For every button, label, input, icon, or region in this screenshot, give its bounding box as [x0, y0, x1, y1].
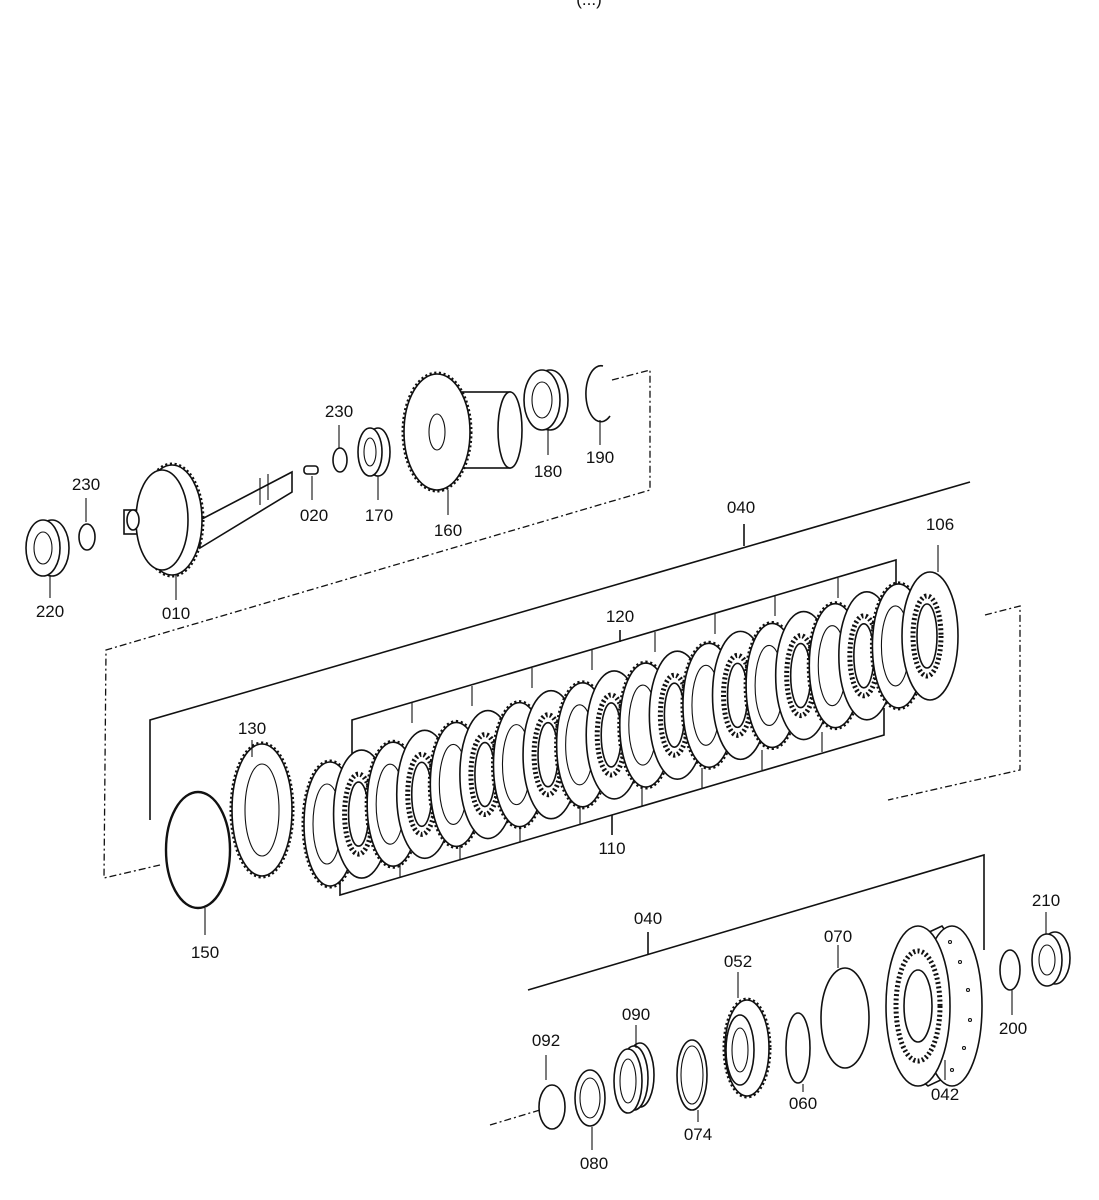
- bearing-180: [523, 369, 569, 431]
- ring-230-right: [332, 447, 348, 473]
- boundary-shaft-group: [103, 369, 651, 879]
- part-label-106: 106: [925, 515, 955, 534]
- plate-130: [229, 741, 295, 879]
- piston-052: [722, 997, 772, 1099]
- bracket-040-upper: [149, 481, 971, 820]
- needle-bearing-170: [357, 427, 391, 477]
- ring-060: [785, 1012, 811, 1084]
- ring-074: [676, 1039, 708, 1111]
- part-label-210: 210: [1031, 891, 1061, 910]
- part-label-052: 052: [723, 952, 753, 971]
- part-label-040-upper: 040: [726, 498, 756, 517]
- part-label-190: 190: [585, 448, 615, 467]
- spring-090: [613, 1042, 655, 1114]
- bracket-040-lower: [527, 853, 985, 991]
- part-label-200: 200: [998, 1019, 1028, 1038]
- part-label-060: 060: [788, 1094, 818, 1113]
- part-label-042: 042: [930, 1085, 960, 1104]
- bracket-120-ticks: [411, 578, 839, 723]
- part-label-070: 070: [823, 927, 853, 946]
- boundary-clutch-group: [887, 605, 1021, 801]
- ring-070: [820, 967, 870, 1069]
- part-label-170: 170: [364, 506, 394, 525]
- boundary-housing-group: [489, 1109, 541, 1126]
- bearing-210: [1031, 931, 1071, 987]
- part-label-090: 090: [621, 1005, 651, 1024]
- snap-ring-190: [585, 364, 611, 423]
- part-label-230-right: 230: [324, 402, 354, 421]
- ring-230-left: [78, 523, 96, 551]
- housing-042: [885, 924, 983, 1087]
- snap-ring-092: [538, 1084, 566, 1130]
- part-label-120: 120: [605, 607, 635, 626]
- clutch-disc-pack: [301, 571, 959, 889]
- ring-150: [164, 790, 232, 910]
- clutch-disc-inner: [901, 571, 959, 701]
- part-label-020: 020: [299, 506, 329, 525]
- part-label-110: 110: [598, 839, 626, 858]
- part-label-160: 160: [433, 521, 463, 540]
- part-label-074: 074: [683, 1125, 713, 1144]
- header-text: (...): [576, 0, 602, 8]
- part-label-040-lower: 040: [633, 909, 663, 928]
- disc-080: [574, 1069, 606, 1127]
- part-label-150: 150: [190, 943, 220, 962]
- part-label-130: 130: [237, 719, 267, 738]
- pin-020: [303, 465, 319, 475]
- part-label-230-left: 230: [71, 475, 101, 494]
- gear-160: [401, 371, 523, 493]
- part-label-092: 092: [531, 1031, 561, 1050]
- shaft-gear-010: [123, 462, 293, 578]
- part-label-180: 180: [533, 462, 563, 481]
- part-label-220: 220: [35, 602, 65, 621]
- part-label-010: 010: [161, 604, 191, 623]
- part-label-080: 080: [579, 1154, 609, 1173]
- bearing-220: [25, 519, 70, 577]
- bracket-120: [351, 558, 897, 760]
- snap-ring-200: [999, 949, 1021, 991]
